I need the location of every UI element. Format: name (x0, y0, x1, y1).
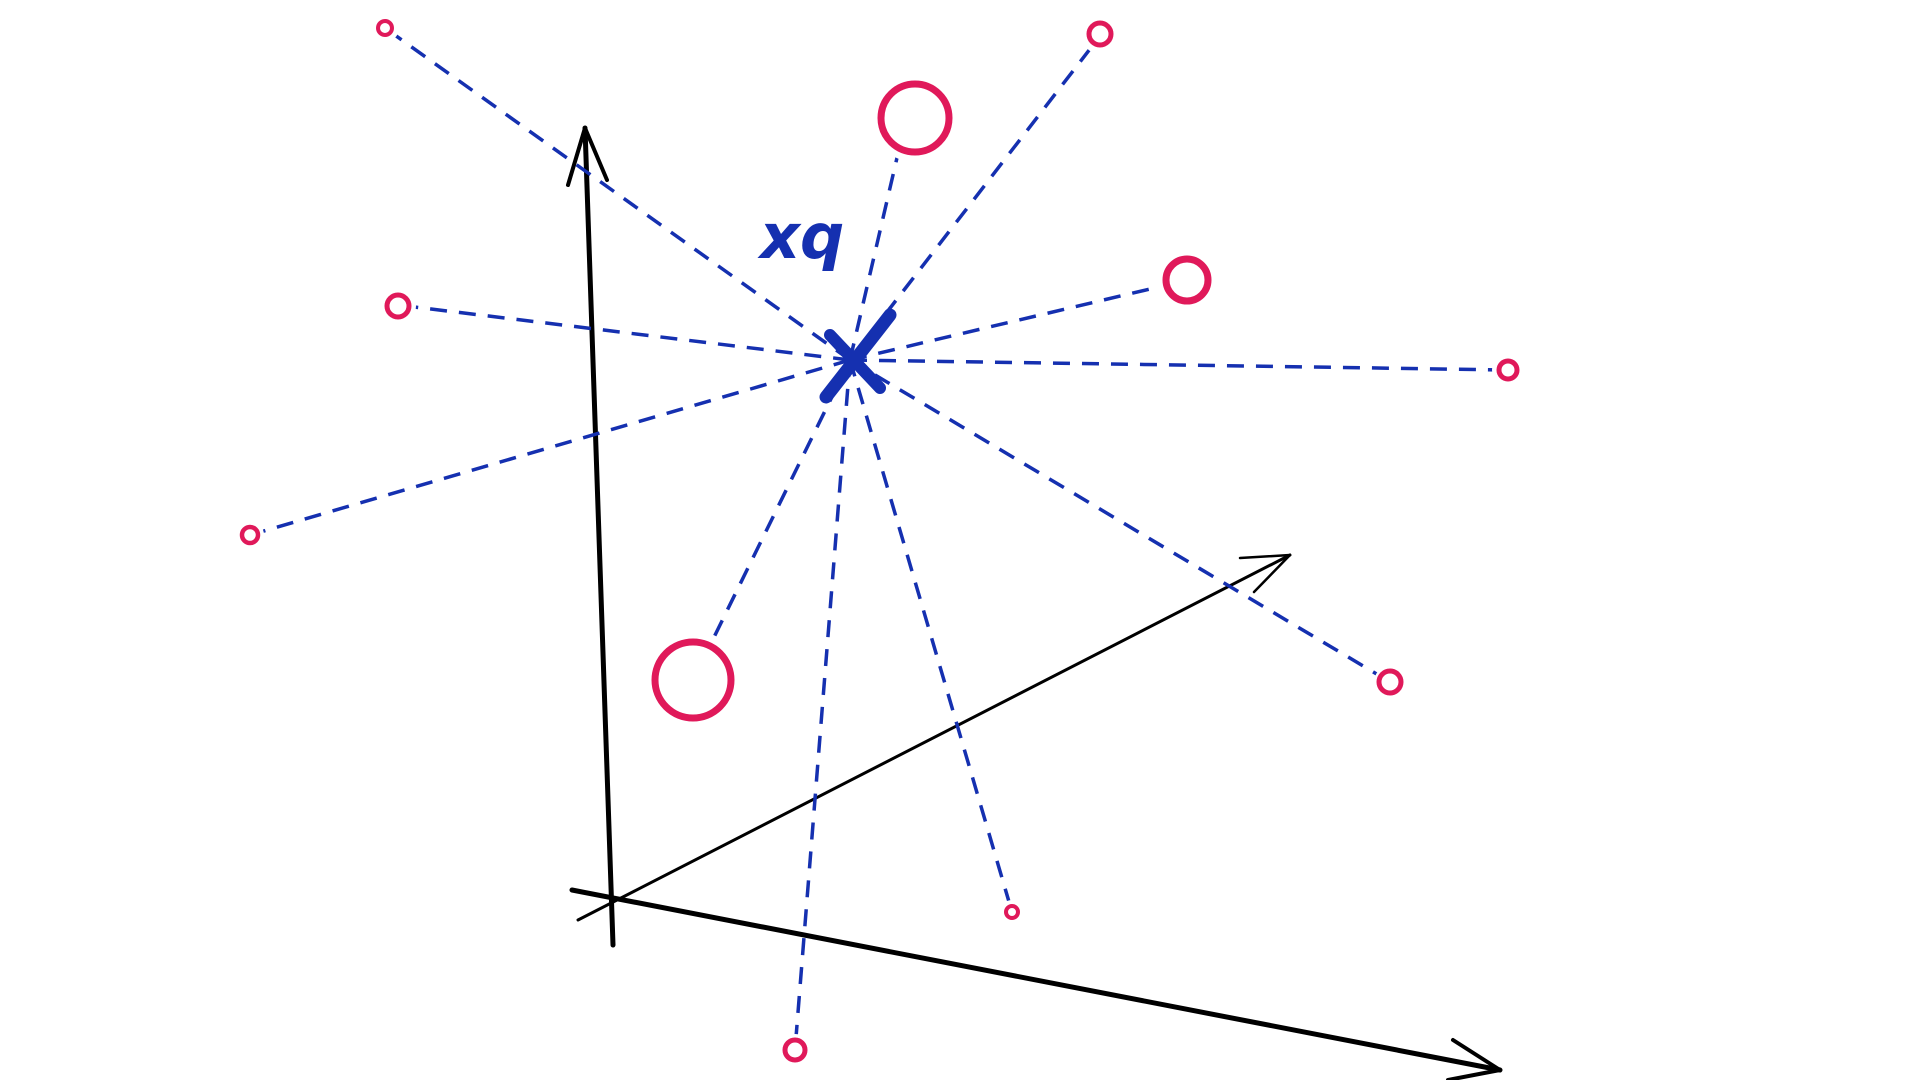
distance-lines (249, 26, 1509, 1051)
vertical-axis (582, 125, 616, 948)
point-halos (236, 14, 1524, 1066)
query-point-stroke (824, 329, 886, 394)
distance-line (848, 359, 1014, 913)
query-point-x-mark-icon (819, 308, 897, 404)
point-small (239, 524, 261, 546)
data-points (239, 19, 1520, 1063)
axes (566, 125, 1503, 1080)
point-small (1086, 20, 1114, 48)
point-small (782, 1037, 808, 1063)
distance-line (249, 358, 851, 537)
horizontal-axis-arrowhead (1446, 1038, 1502, 1080)
distance-line (793, 359, 852, 1051)
horizontal-axis (569, 887, 1503, 1073)
distance-line (849, 358, 1391, 684)
point-small (376, 19, 394, 37)
point-medium (1162, 255, 1212, 305)
point-small (384, 292, 412, 320)
distance-line (691, 359, 852, 681)
point-small (1004, 904, 1020, 920)
depth-axis (576, 553, 1292, 922)
point-large (877, 80, 953, 156)
distance-line (849, 278, 1189, 362)
distance-line (848, 34, 1102, 362)
vertical-axis-arrowhead (566, 126, 609, 187)
distance-line (397, 303, 851, 362)
depth-axis-arrowhead (1238, 553, 1292, 594)
distance-line (848, 131, 905, 361)
distance-line (849, 358, 1509, 372)
point-large (651, 638, 735, 722)
point-small (1496, 358, 1520, 382)
point-small (1376, 668, 1404, 696)
distance-line (383, 26, 852, 362)
query-label: xq (757, 200, 844, 273)
